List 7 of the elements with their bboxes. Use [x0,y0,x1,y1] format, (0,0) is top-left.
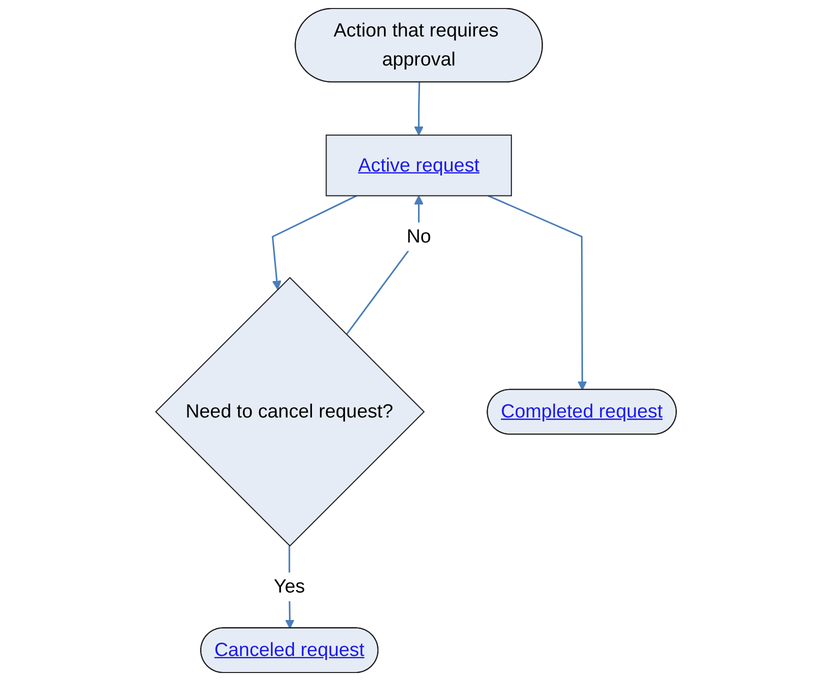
arrow [414,82,424,136]
arrow [488,195,587,390]
edge-label: No [406,226,432,247]
node-diamond: Need to cancel request? [155,276,425,547]
edge-label: Yes [274,576,305,597]
arrow [272,195,357,290]
node-box: Active request [326,134,512,196]
